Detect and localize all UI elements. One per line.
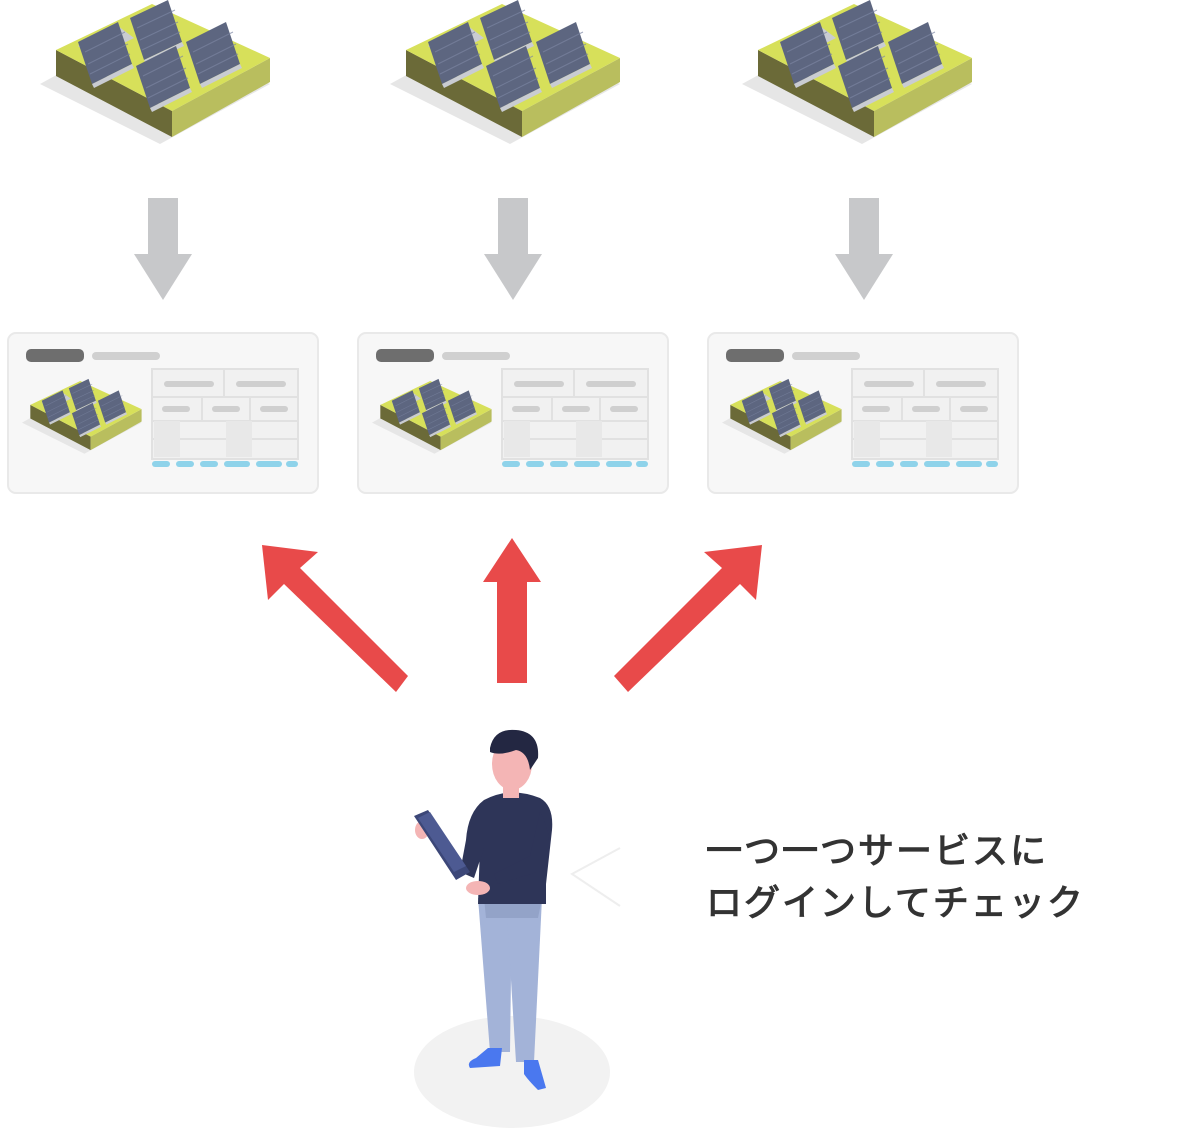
dashboard-card-3 [707, 332, 1019, 494]
person-illustration [414, 729, 621, 1128]
caption-line-1: 一つ一つサービスに [706, 831, 1049, 872]
diagram-caption: 一つ一つサービスに ログインしてチェック [706, 826, 1176, 930]
solar-site-3 [741, 0, 973, 145]
arrow-up-left-icon [262, 545, 408, 692]
caption-line-2: ログインしてチェック [706, 883, 1085, 924]
dashboard-card-2 [357, 332, 669, 494]
arrow-up-right-icon [614, 545, 762, 692]
arrow-up-icon [483, 538, 541, 683]
solar-site-1 [39, 0, 271, 145]
down-arrow-icon [134, 198, 192, 300]
down-arrow-icon [484, 198, 542, 300]
dashboard-card-1 [7, 332, 319, 494]
down-arrow-icon [835, 198, 893, 300]
solar-site-2 [389, 0, 621, 145]
